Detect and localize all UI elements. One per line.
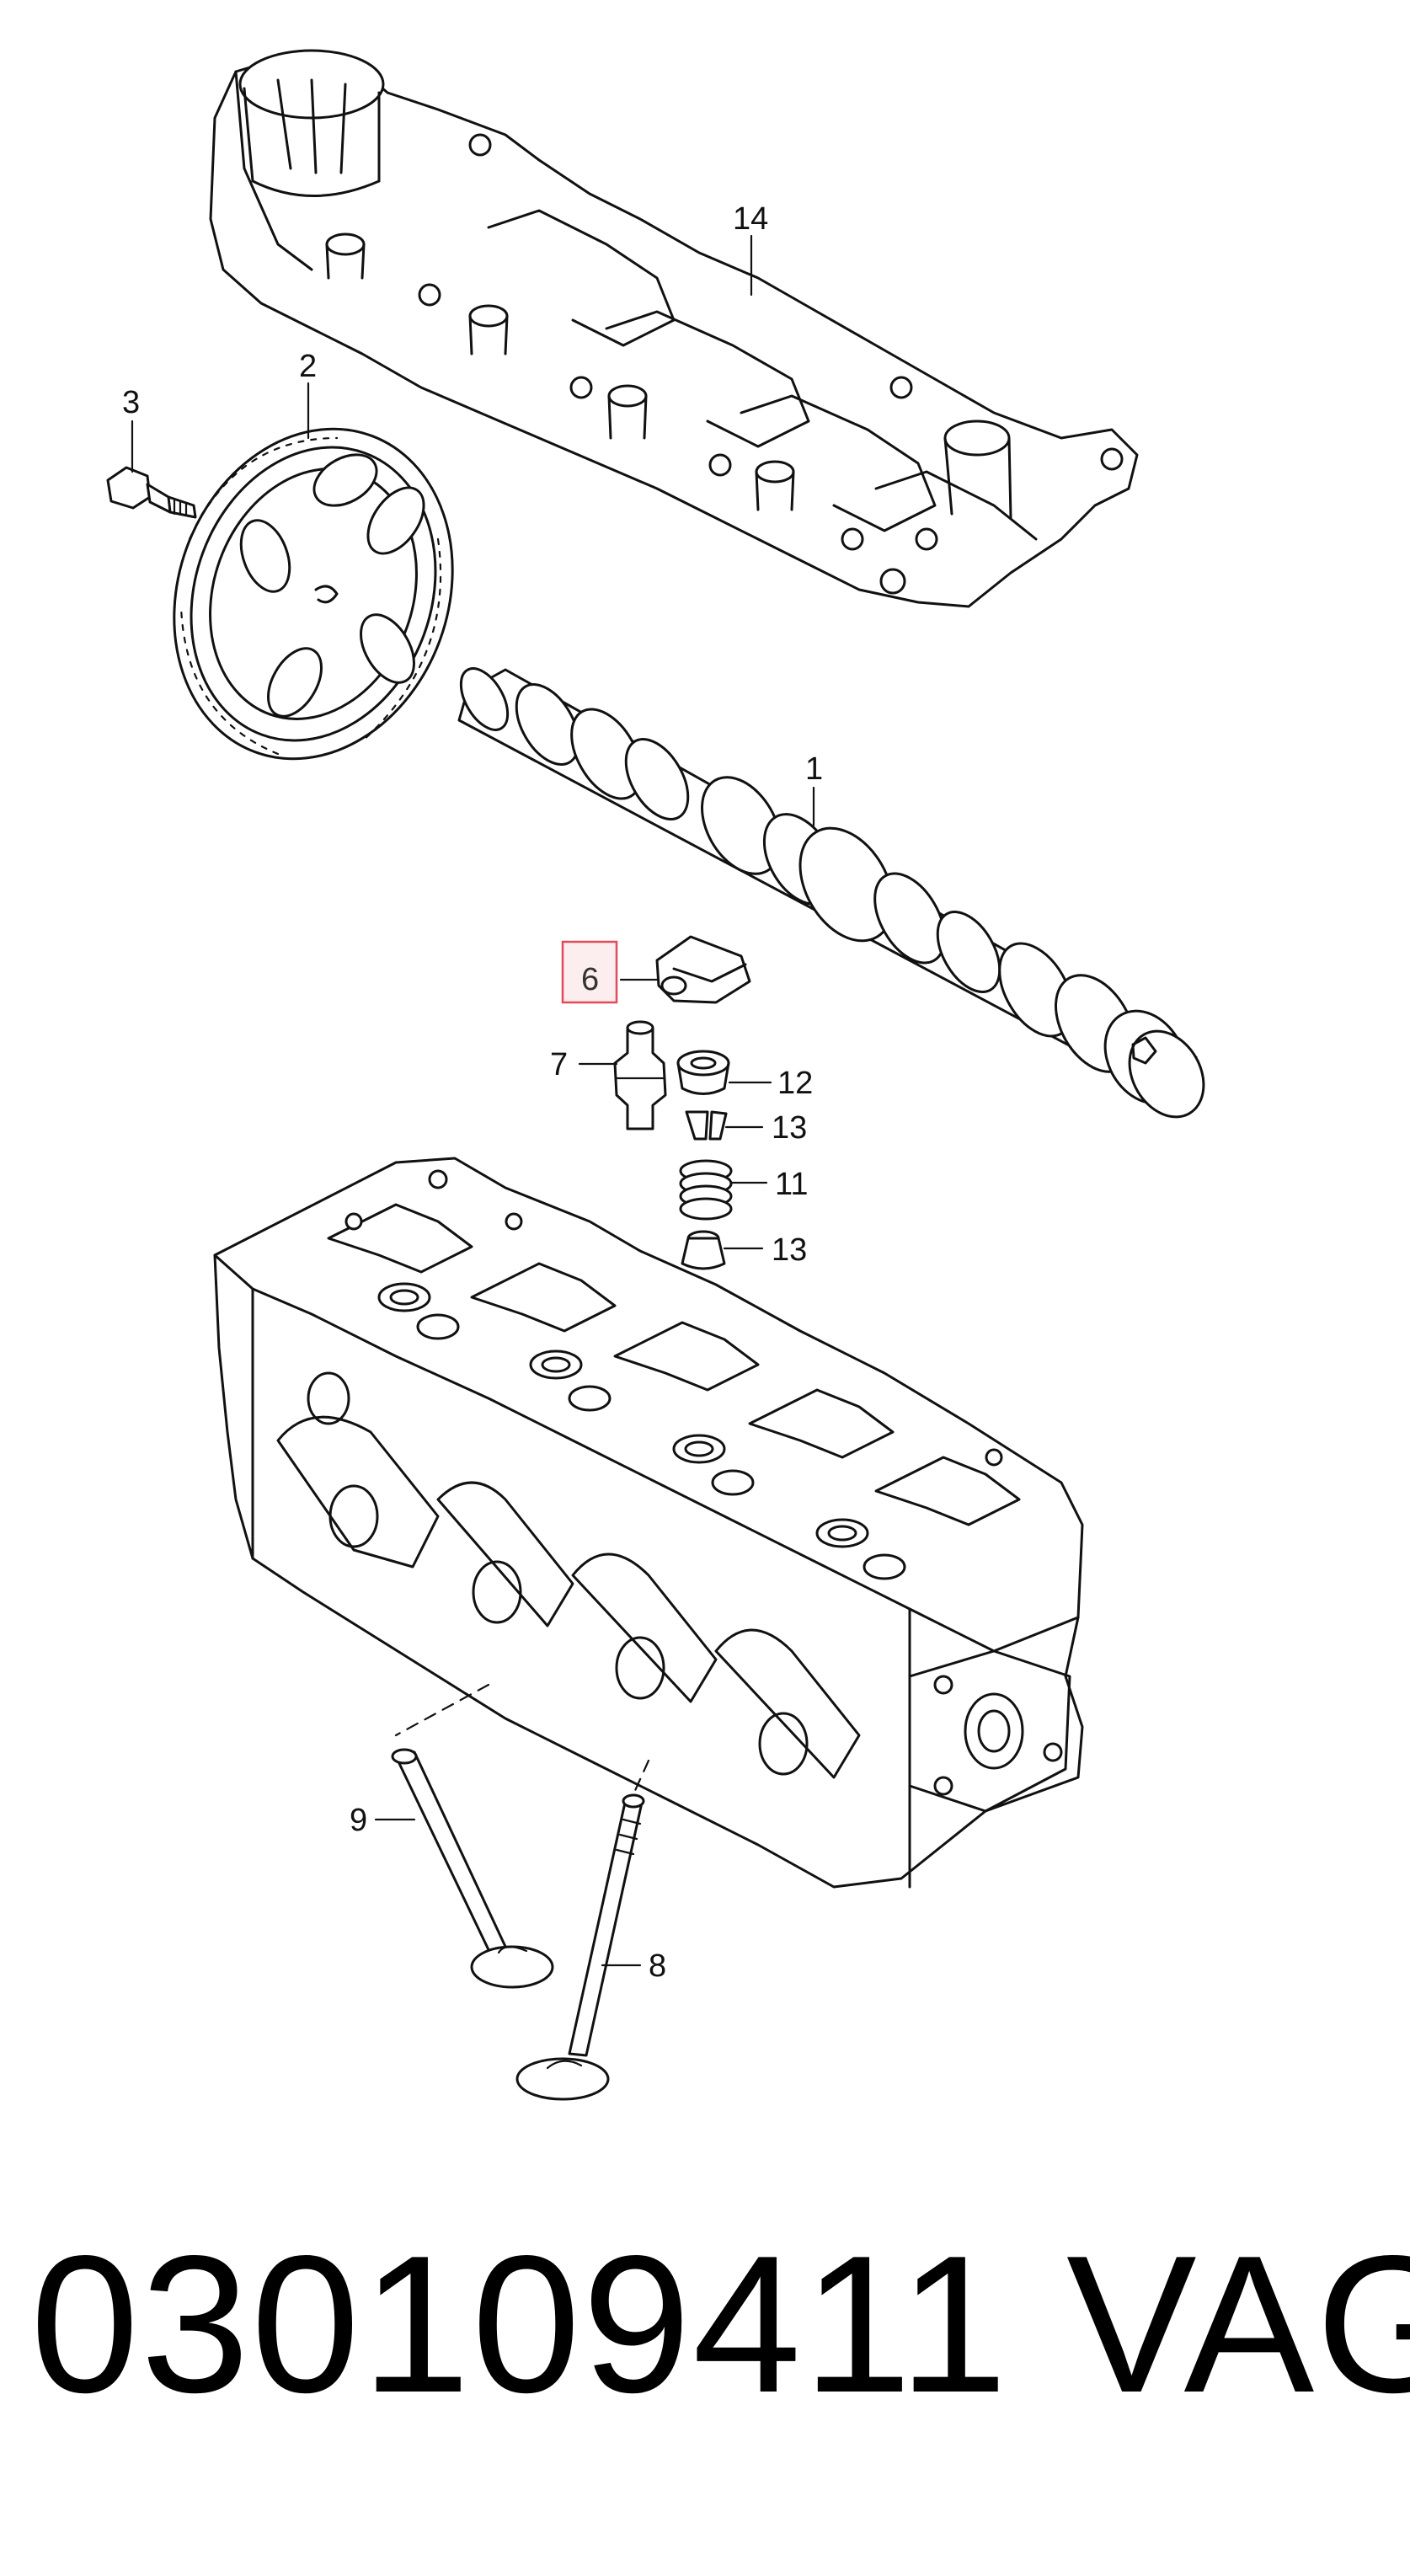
centerline-valve-9 (394, 1683, 490, 1737)
callout-6: 6 (581, 962, 599, 997)
valve-part-8 (515, 1793, 645, 2101)
bolt-part-3 (106, 466, 197, 519)
valve-part-9 (391, 1748, 554, 1989)
spring-seat-part-13 (681, 1230, 726, 1270)
camshaft-part-1 (457, 667, 1205, 1119)
rocker-arm-part-6 (655, 935, 751, 1004)
callout-11: 12 (777, 1066, 813, 1101)
callout-10: 11 (775, 1167, 808, 1202)
callout-8: 8 (649, 1948, 666, 1984)
callout-3: 3 (122, 385, 140, 420)
camshaft-housing-part-14 (209, 49, 1139, 608)
highlight-box-part-6 (561, 940, 618, 1004)
valve-keeper-part-12 (685, 1110, 728, 1141)
part-caption: 030109411 VAG (30, 2199, 1410, 2451)
valve-seal-part-11 (676, 1050, 730, 1095)
callout-7: 7 (550, 1047, 568, 1082)
callout-13-label: 13 (772, 1232, 807, 1268)
callout-9: 9 (350, 1803, 367, 1838)
callout-2: 2 (299, 349, 317, 384)
leader-lines (131, 234, 815, 1967)
valve-spring-part-10 (679, 1159, 733, 1221)
brand-name: VAG (1066, 2215, 1410, 2434)
centerline-valve-8 (632, 1759, 650, 1796)
timing-gear-part-2 (173, 427, 454, 761)
part-number: 030109411 (30, 2215, 1010, 2434)
callout-12: 13 (772, 1110, 807, 1146)
callout-1: 1 (805, 751, 823, 787)
hydraulic-lifter-part-7 (613, 1020, 667, 1130)
callout-14: 14 (733, 201, 768, 237)
cylinder-head (213, 1157, 1084, 1889)
